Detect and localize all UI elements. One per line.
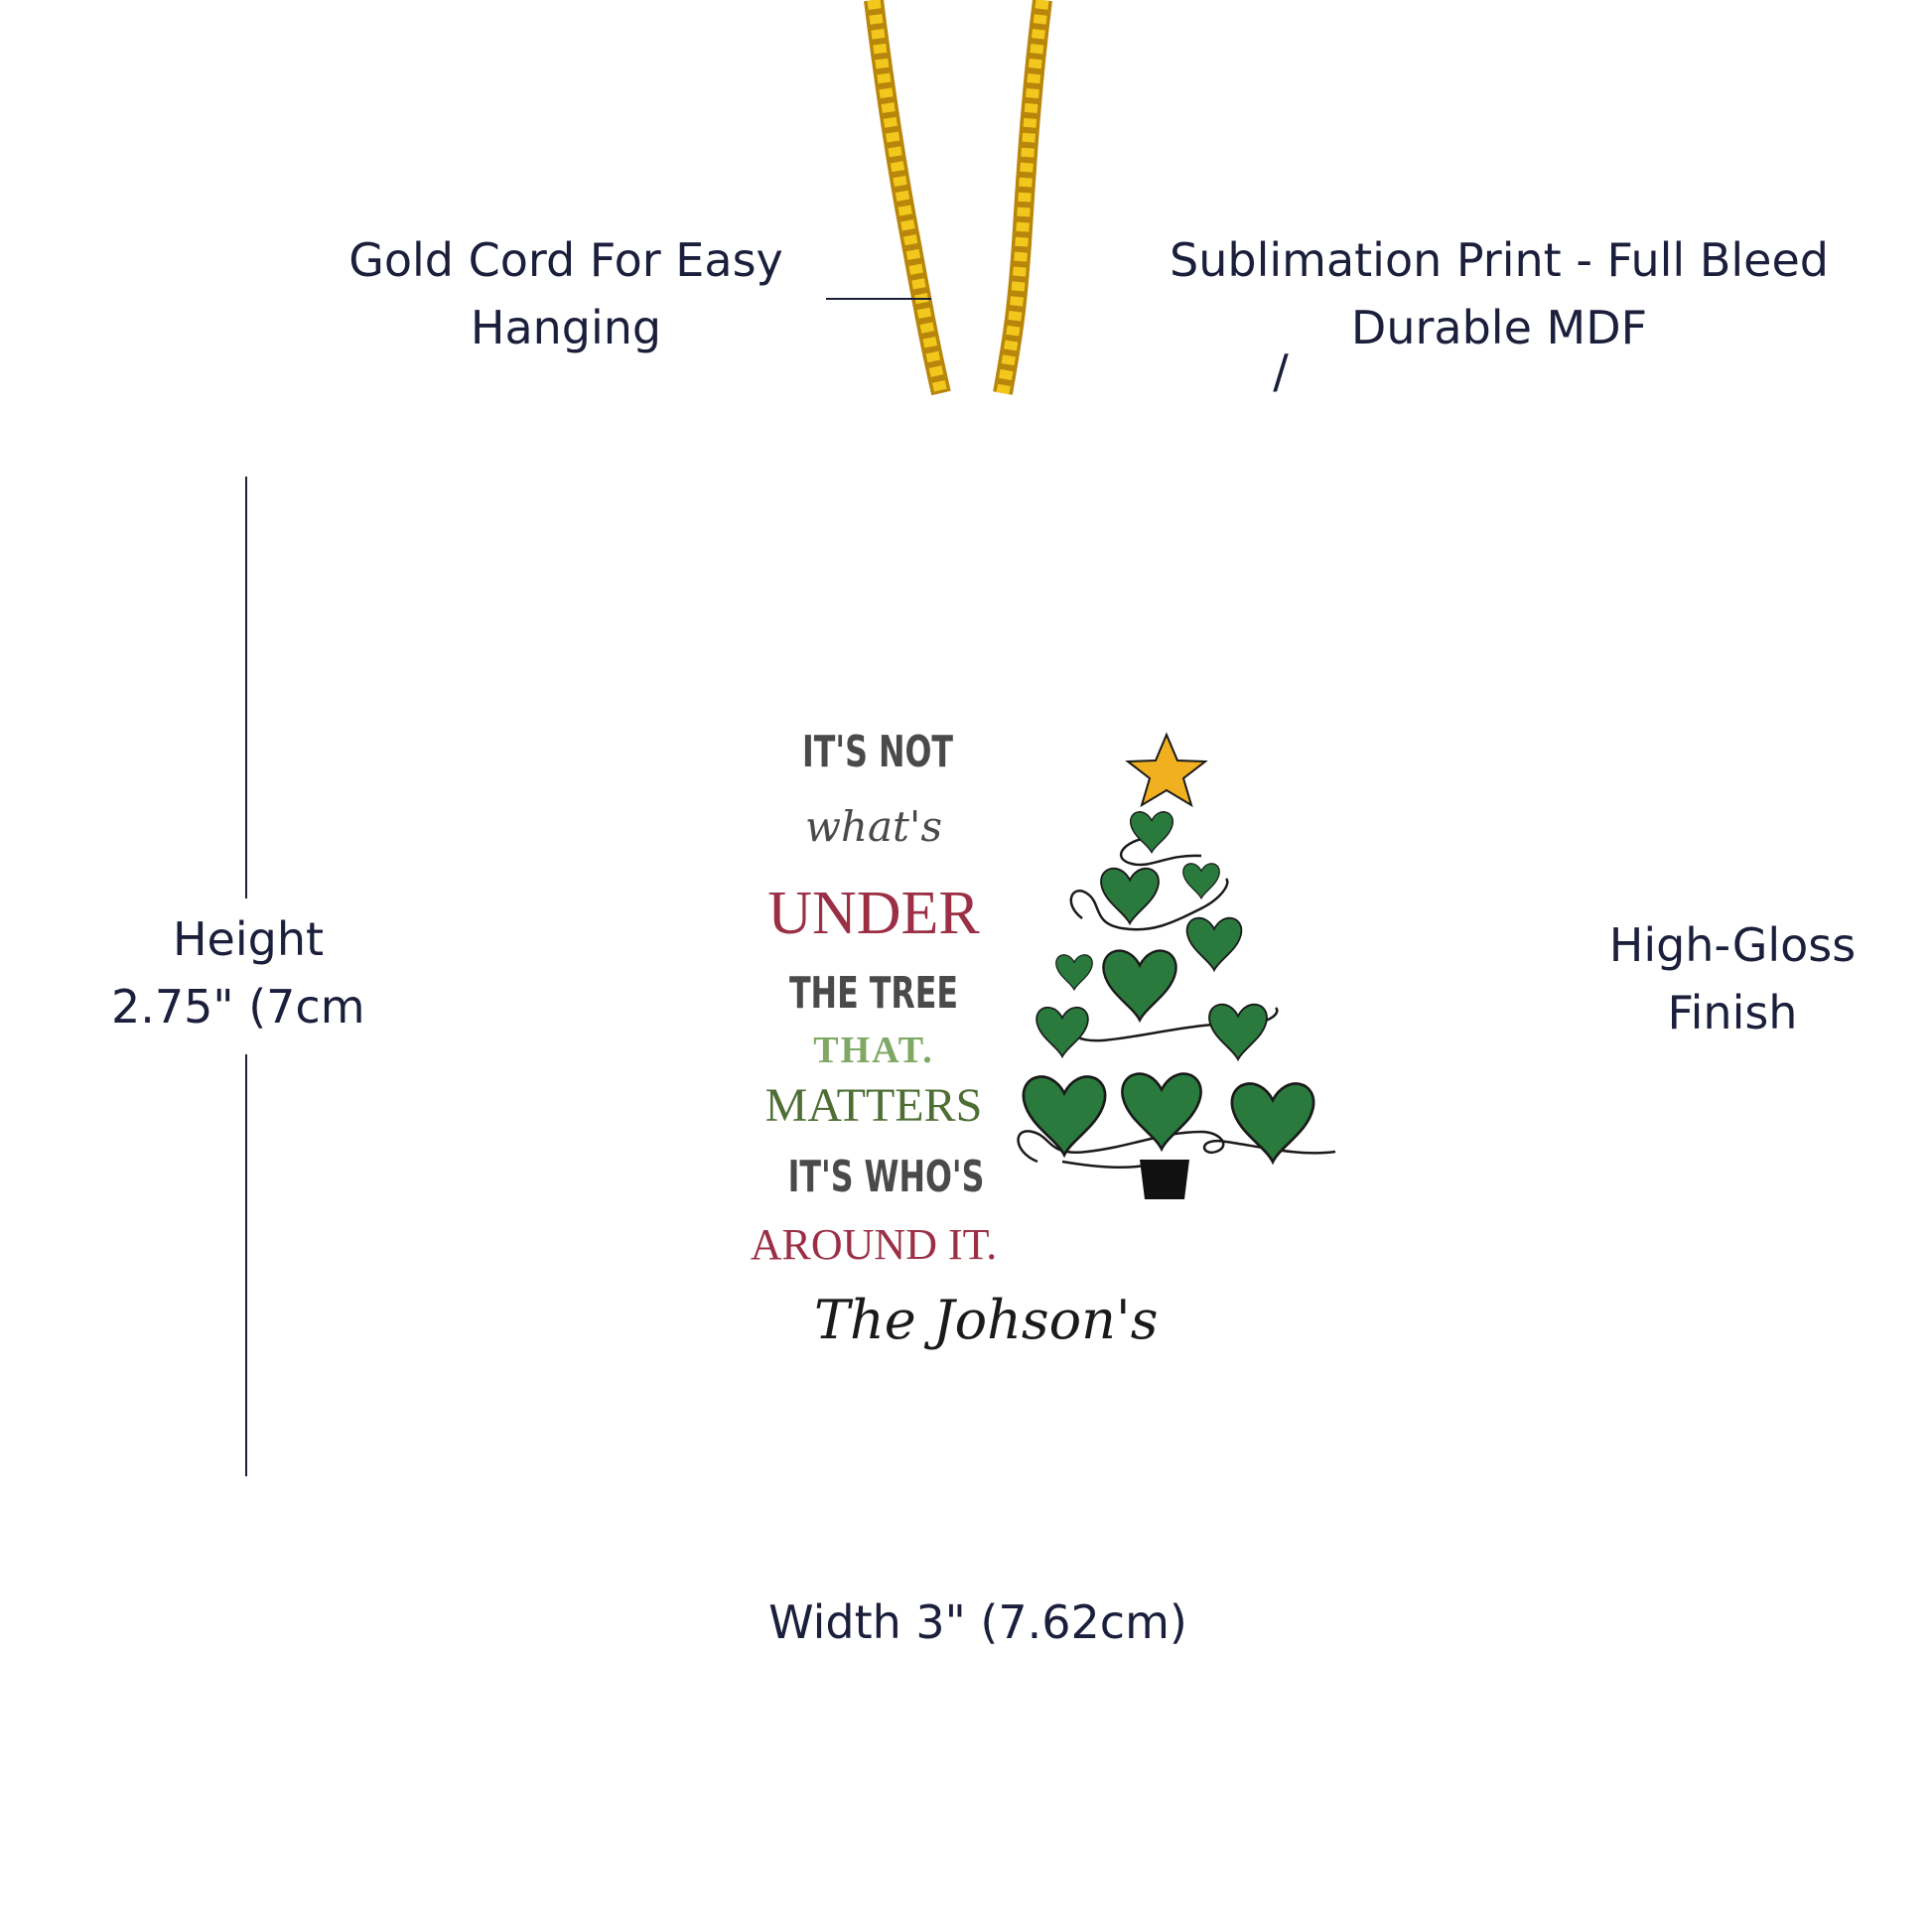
signature: The Johson's xyxy=(814,1289,1159,1351)
heart-icon xyxy=(1230,1082,1315,1164)
width-label: Width 3" (7.62cm) xyxy=(768,1595,1187,1649)
finish-label-line2: Finish xyxy=(1667,986,1798,1039)
heart-icon xyxy=(1055,954,1093,991)
heart-icon xyxy=(1121,1072,1202,1151)
height-line-top xyxy=(245,477,247,898)
quote-line-6: MATTERS xyxy=(764,1079,983,1132)
cord-pointer-line xyxy=(826,298,931,300)
heart-icon xyxy=(1102,949,1177,1022)
heart-icon xyxy=(1208,1003,1268,1061)
heart-icon xyxy=(1022,1075,1107,1157)
print-label: Sublimation Print - Full Bleed Durable M… xyxy=(1132,226,1866,361)
quote-line-4: THE TREE xyxy=(788,968,959,1019)
quote-line-1: IT'S NOT xyxy=(802,727,953,777)
heart-icon xyxy=(1129,811,1174,854)
star-icon xyxy=(1125,732,1208,808)
quote-line-8: AROUND IT. xyxy=(750,1220,998,1269)
pot-icon xyxy=(1140,1160,1189,1199)
height-label-value: 2.75" (7cm xyxy=(111,980,364,1034)
quote-line-3: UNDER xyxy=(767,880,980,947)
height-label-line2: 2.75" (7cm xyxy=(111,973,364,1040)
gold-cord-icon xyxy=(864,0,1052,396)
heart-icon xyxy=(1100,867,1160,925)
print-label-line1: Sublimation Print - Full Bleed xyxy=(1170,233,1829,287)
cord-label: Gold Cord For Easy Hanging xyxy=(318,226,814,361)
print-label-line2: Durable MDF xyxy=(1350,301,1648,354)
print-pointer-slash: / xyxy=(1273,345,1289,398)
cord-label-line2: Hanging xyxy=(470,301,662,354)
quote-line-7: IT'S WHO'S xyxy=(787,1152,985,1202)
height-label-line1: Height xyxy=(172,912,325,966)
christmas-tree-icon xyxy=(1017,732,1336,1199)
heart-icon xyxy=(1182,863,1220,899)
height-label: Height 2.75" (7cm xyxy=(99,905,397,1040)
quote-line-2: what's xyxy=(804,802,943,851)
height-line-bottom xyxy=(245,1054,247,1476)
heart-icon xyxy=(1185,916,1243,972)
cord-label-line1: Gold Cord For Easy xyxy=(348,233,783,287)
heart-icon xyxy=(1035,1006,1089,1058)
finish-label-line1: High-Gloss xyxy=(1608,918,1857,972)
finish-label: High-Gloss Finish xyxy=(1549,911,1916,1046)
quote-line-5: THAT. xyxy=(813,1030,934,1071)
